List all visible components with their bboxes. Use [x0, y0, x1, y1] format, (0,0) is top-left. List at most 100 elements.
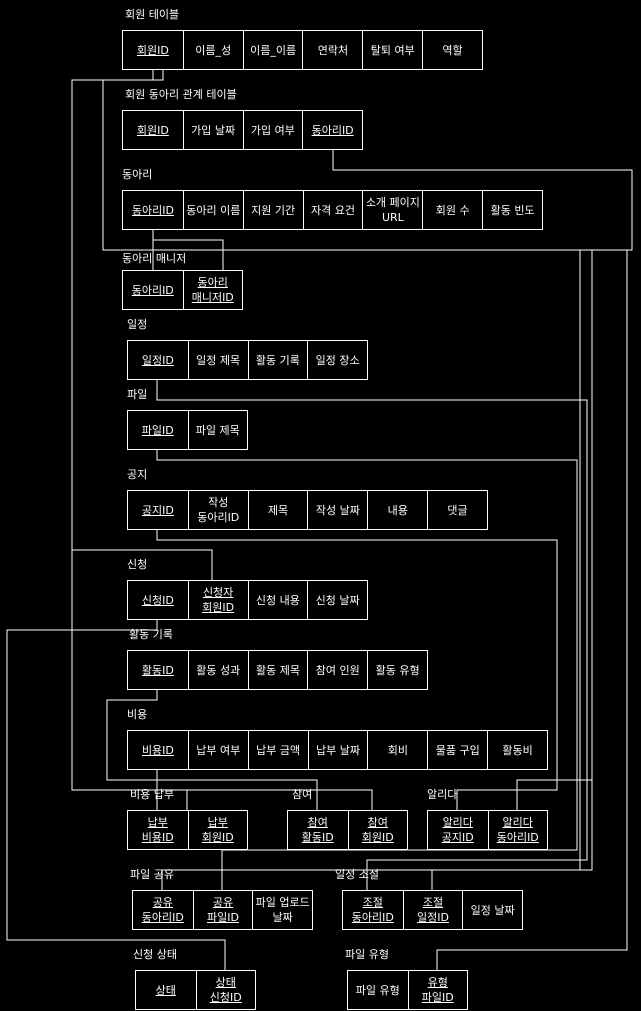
relationship-line	[80, 789, 373, 810]
field: 활동 기록	[247, 341, 308, 379]
field: 납부 날짜	[307, 731, 368, 769]
field: 회원 수	[422, 191, 482, 229]
relationship-line	[156, 530, 558, 810]
field: 신청 날짜	[307, 581, 367, 619]
field: 활동비	[487, 731, 547, 769]
key-field: 공지ID	[141, 503, 174, 517]
table-notify: 알리다 공지ID 알리다 동아리ID	[427, 810, 548, 850]
field: 활동 제목	[247, 651, 308, 689]
field: 납부 금액	[247, 731, 308, 769]
key-field: 동아리ID	[131, 203, 174, 217]
table-title-activity: 활동 기록	[129, 628, 173, 641]
key-field: 비용ID	[141, 743, 174, 757]
key-field: 신청자 회원ID	[187, 581, 248, 619]
table-cost-payment: 납부 비용ID 납부 회원ID	[127, 810, 248, 850]
field: 파일 유형	[355, 983, 400, 997]
relationship-line	[106, 690, 318, 810]
field: 가입 여부	[242, 111, 303, 149]
field: 동아리 이름	[182, 191, 243, 229]
field: 댓글	[427, 491, 487, 529]
relationship-line	[156, 450, 578, 890]
key-field: 조절 동아리ID	[351, 896, 394, 924]
field: 참여 인원	[307, 651, 367, 689]
key-field: 참여 회원ID	[347, 811, 408, 849]
relationship-line	[71, 70, 188, 810]
table-title-schedule-adjust: 일정 조절	[335, 868, 379, 881]
relationship-line	[6, 620, 226, 970]
table-title-file-type: 파일 유형	[345, 948, 389, 961]
field: 탈퇴 여부	[362, 31, 422, 69]
table-title-club-manager: 동아리 매니저	[122, 252, 187, 265]
table-file-type: 파일 유형 유형 파일ID	[347, 970, 468, 1010]
field: 자격 요건	[302, 191, 363, 229]
key-field: 참여 활동ID	[301, 816, 334, 844]
table-title-club: 동아리	[122, 168, 153, 181]
field: 일정 장소	[307, 341, 367, 379]
field: 일정 날짜	[462, 891, 522, 929]
field: 역할	[422, 31, 482, 69]
key-field: 활동ID	[141, 663, 174, 677]
field: 지원 기간	[242, 191, 303, 229]
key-field: 납부 회원ID	[187, 811, 248, 849]
relationship-line	[156, 380, 588, 890]
relationship-line	[161, 250, 581, 890]
field: 활동 빈도	[482, 191, 542, 229]
field: 작성 동아리ID	[187, 491, 248, 529]
table-file: 파일ID 파일 제목	[127, 410, 248, 450]
field: 연락처	[302, 31, 362, 69]
field: 신청 내용	[247, 581, 308, 619]
table-title-cost: 비용	[127, 708, 148, 721]
relationship-line	[436, 250, 628, 970]
table-title-application: 신청	[127, 558, 148, 571]
field: 가입 날짜	[182, 111, 243, 149]
field: 제목	[247, 491, 308, 529]
field: 활동 성과	[187, 651, 248, 689]
field: 납부 여부	[187, 731, 248, 769]
key-field: 파일ID	[141, 423, 174, 437]
field: 파일 제목	[187, 411, 248, 449]
table-title-member-club: 회원 동아리 관계 테이블	[125, 88, 237, 101]
field: 활동 유형	[367, 651, 427, 689]
key-field: 조절 일정ID	[402, 891, 463, 929]
table-title-cost-payment: 비용 납부	[130, 788, 174, 801]
key-field: 알리다 공지ID	[441, 816, 474, 844]
relationship-line	[72, 549, 213, 580]
key-field: 공유 파일ID	[192, 891, 253, 929]
key-field: 동아리ID	[131, 283, 174, 297]
key-field: 신청ID	[141, 593, 174, 607]
table-title-participation: 참여	[292, 788, 313, 801]
key-field: 회원ID	[136, 43, 169, 57]
table-title-member: 회원 테이블	[125, 8, 180, 21]
relationship-line	[516, 250, 593, 810]
field: 이름_이름	[242, 31, 303, 69]
key-field: 납부 비용ID	[141, 816, 174, 844]
key-field: 일정ID	[141, 353, 174, 367]
relationship-line	[431, 780, 593, 890]
key-field: 유형 파일ID	[407, 971, 468, 1009]
field: 이름_성	[182, 31, 243, 69]
table-title-schedule: 일정	[127, 318, 148, 331]
table-title-file-share: 파일 공유	[130, 868, 174, 881]
field: 물품 구입	[427, 731, 487, 769]
key-field: 상태	[155, 983, 176, 997]
field: 작성 날짜	[307, 491, 367, 529]
key-field: 알리다 동아리ID	[487, 811, 548, 849]
field: 회비	[367, 731, 427, 769]
table-title-notify: 알리다	[427, 788, 458, 801]
field: 소개 페이지 URL	[362, 191, 422, 229]
key-field: 동아리ID	[302, 111, 362, 149]
key-field: 회원ID	[136, 123, 169, 137]
